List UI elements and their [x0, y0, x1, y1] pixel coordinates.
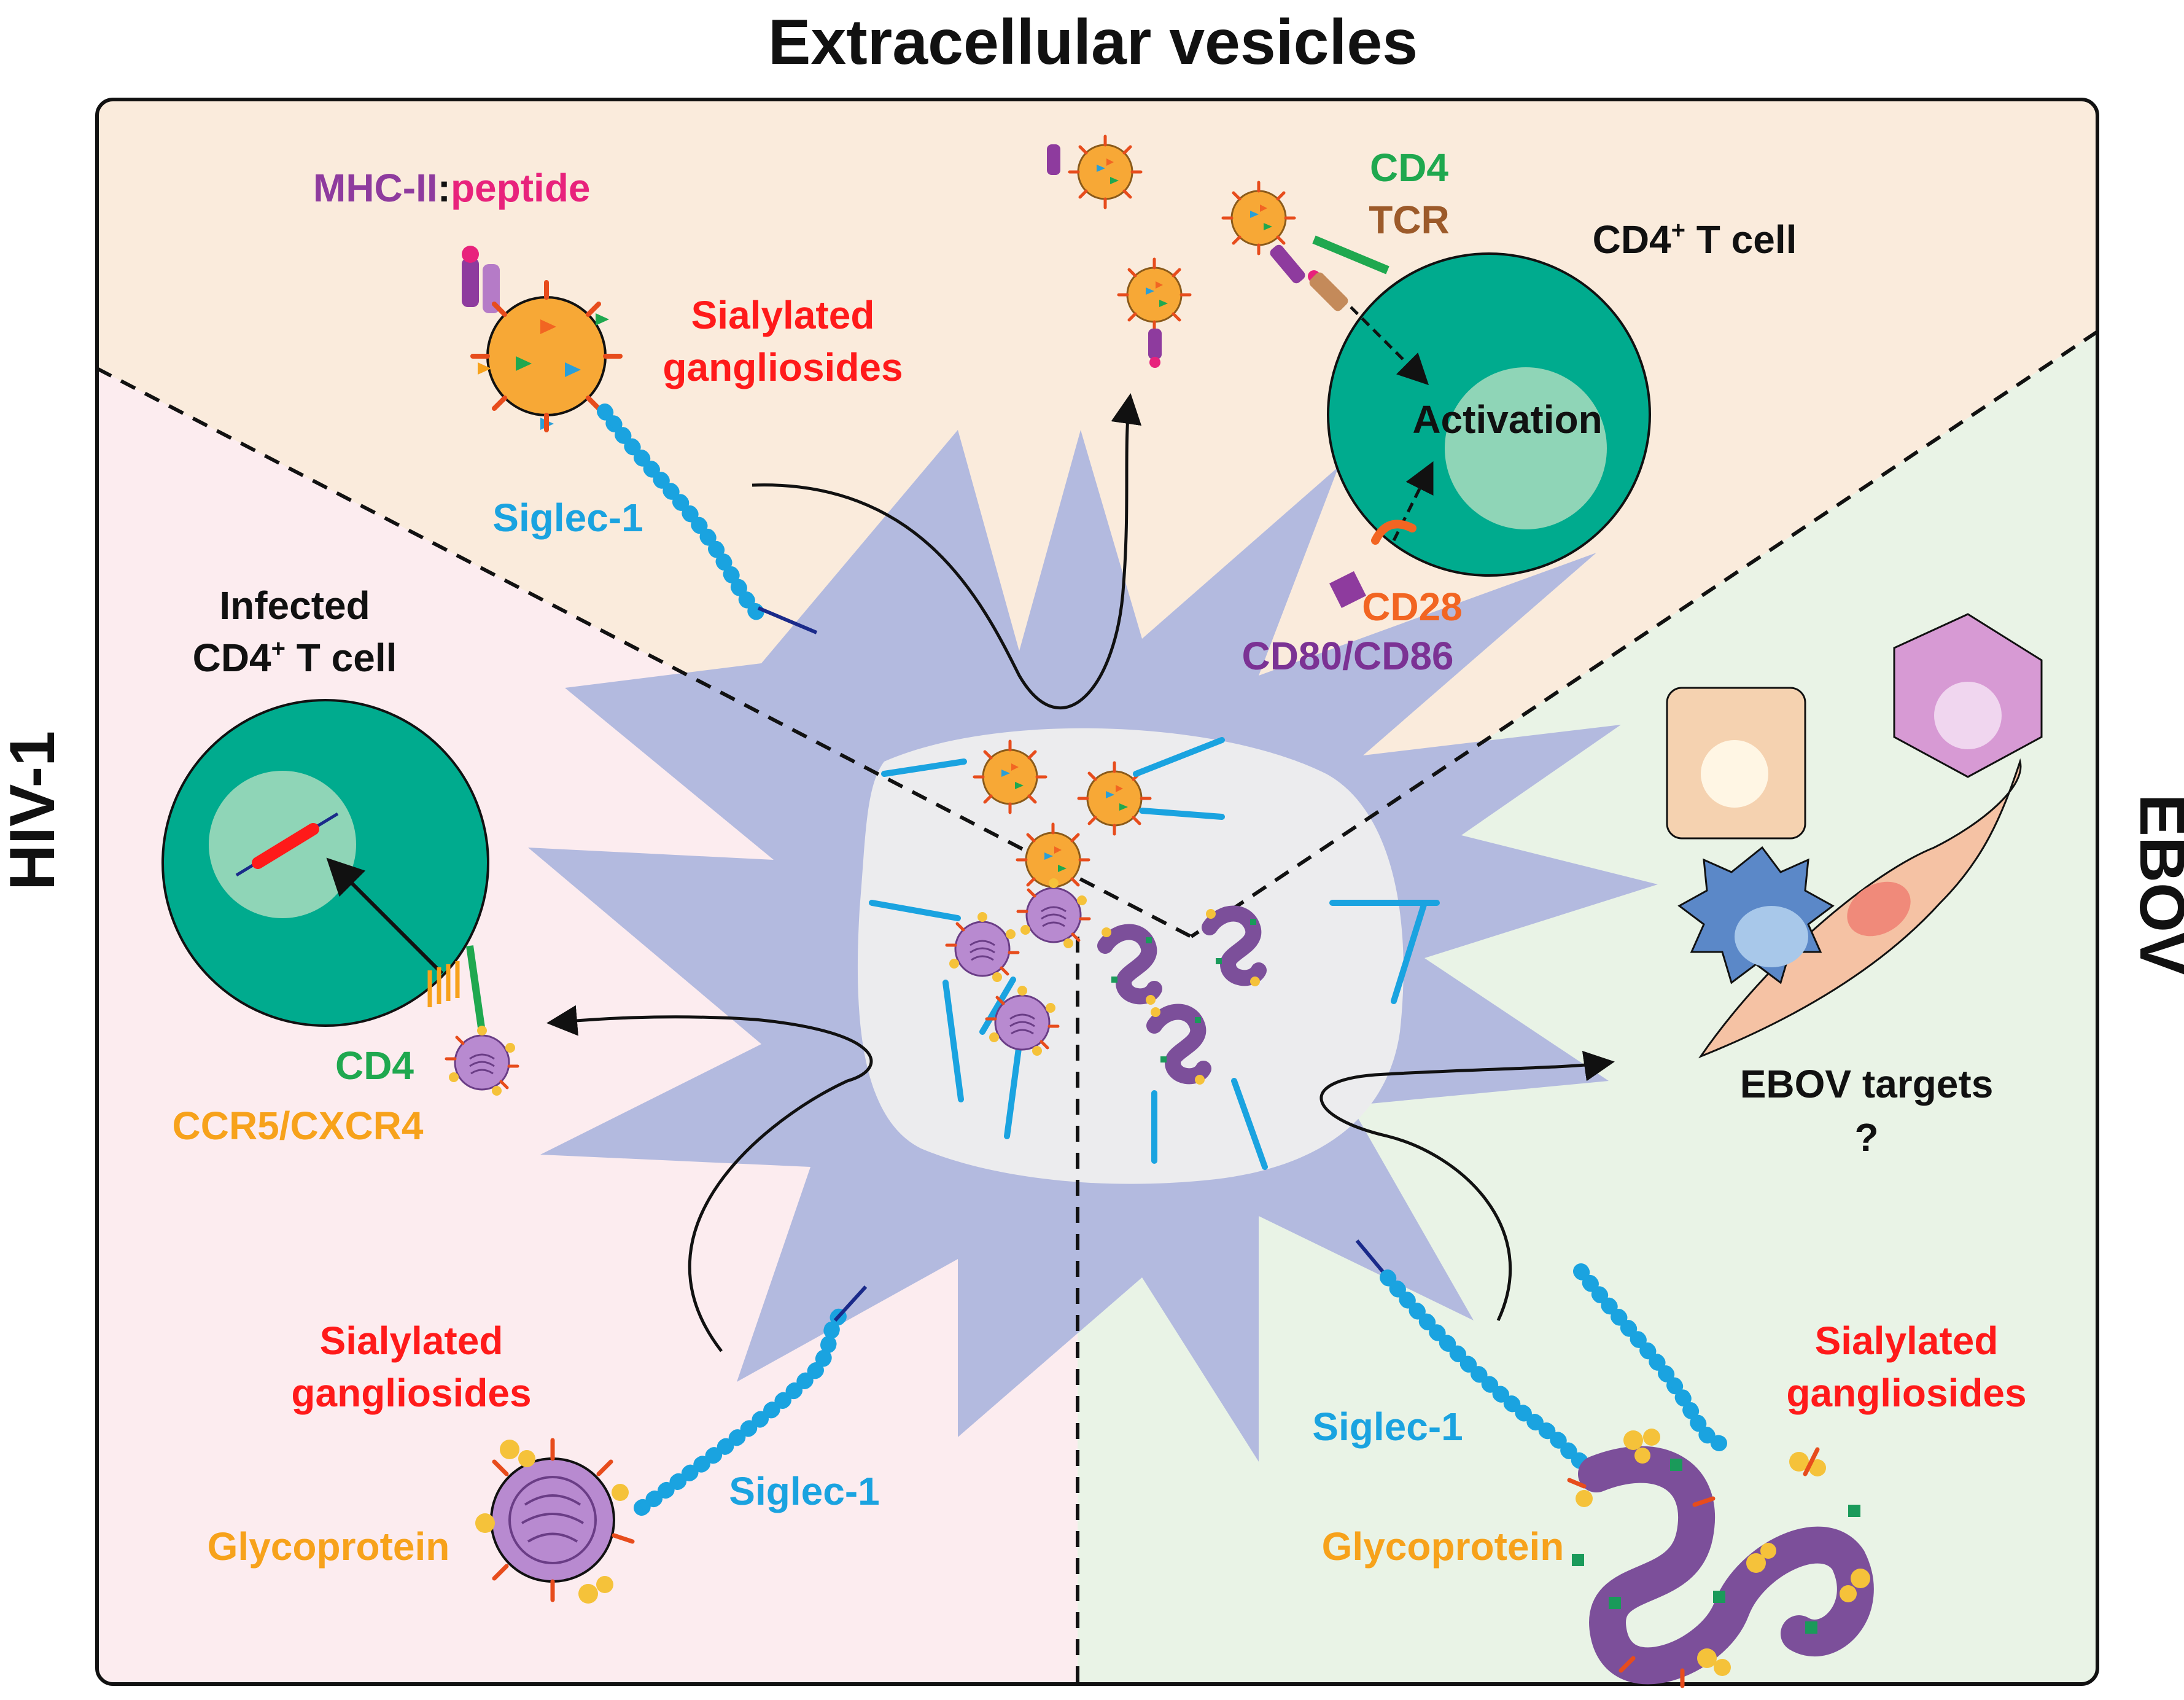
infected-cd4-main: CD4: [193, 636, 271, 680]
ccr5-label: CCR5/CXCR4: [173, 1104, 424, 1148]
ebov-region: [1078, 332, 2097, 1684]
glycoprotein-right-label: Glycoprotein: [1322, 1524, 1564, 1569]
cd4-tcell-main: CD4: [1593, 217, 1671, 262]
panel-border: [95, 98, 2099, 1686]
arrow-tcr-activation: [1350, 306, 1429, 386]
mhc-label-part: MHC-II: [313, 166, 438, 210]
siglec-right: [1355, 1239, 1727, 1476]
infected-label-line2: CD4+ T cell: [193, 635, 397, 680]
arrow-to-hiv: [546, 1005, 873, 1352]
cd80-ligand: [1329, 571, 1366, 608]
hiv-large: [475, 1438, 635, 1604]
siglec-top-label: Siglec-1: [492, 496, 643, 540]
mhc-small-2: [1148, 329, 1162, 368]
infected-cd4-sup: +: [271, 635, 286, 662]
mhc-receptor-top: [462, 246, 500, 313]
sialylated-top-line1: Sialylated: [691, 293, 875, 337]
region-dividers: [96, 330, 2099, 1684]
arrow-cd28-activation: [1392, 461, 1434, 542]
siglec-left: [634, 1285, 868, 1516]
peptide-label: peptide: [451, 166, 591, 210]
sialylated-left-line1: Sialylated: [320, 1319, 503, 1363]
arrow-integration: [326, 857, 444, 975]
cd4-receptor-left: [466, 945, 486, 1032]
sialylated-left-line2: gangliosides: [291, 1371, 531, 1415]
infected-label-line1: Infected: [219, 583, 370, 628]
mhc-tcr-complex: [1270, 235, 1389, 311]
sialylated-right-line2: gangliosides: [1786, 1371, 2026, 1415]
cd4-tcell-rest: T cell: [1685, 217, 1797, 262]
target-cell-macrophage: [1677, 846, 1835, 985]
ccr5-receptor: [427, 961, 460, 1007]
compartment-siglec-lines: [869, 737, 1440, 1170]
cd28-receptor: [1371, 520, 1416, 545]
mhc-label: MHC-II:peptide: [313, 166, 591, 210]
infected-cd4-rest: T cell: [286, 636, 397, 680]
cd4-tcell-label: CD4+ T cell: [1593, 217, 1797, 262]
tcr-label: TCR: [1369, 198, 1450, 242]
glycoprotein-left-label: Glycoprotein: [208, 1524, 450, 1569]
cd4-left-label: CD4: [335, 1043, 414, 1088]
cd4-top-label: CD4: [1370, 146, 1448, 190]
ev-small-2: [1119, 259, 1190, 330]
side-label-hiv: HIV-1: [0, 731, 68, 891]
siglec-left-label: Siglec-1: [729, 1469, 879, 1513]
cd80-label: CD80/CD86: [1242, 634, 1453, 678]
side-label-ebov: EBOV: [2126, 794, 2184, 975]
compartment: [857, 728, 1404, 1184]
ev-small-1: [1070, 136, 1141, 208]
ev-small-3: [1223, 182, 1294, 254]
mhc-small-1: [1047, 144, 1060, 175]
activation-label: Activation: [1412, 397, 1602, 442]
dendritic-cell: [528, 430, 1658, 1462]
sialylated-top-line2: gangliosides: [663, 345, 903, 389]
ebov-large: [1567, 1429, 1874, 1688]
title: Extracellular vesicles: [768, 7, 1418, 78]
compartment-ev-1: [974, 741, 1046, 813]
siglec-right-label: Siglec-1: [1312, 1405, 1463, 1449]
cd28-label: CD28: [1362, 585, 1463, 629]
target-cell-hexagon: [1893, 613, 2043, 778]
ev-top-large: [470, 280, 623, 432]
siglec-top: [597, 404, 818, 634]
infected-t-cell: [161, 699, 489, 1027]
mhc-colon: :: [438, 166, 451, 210]
question-label: ?: [1854, 1115, 1878, 1160]
sialylated-right-line1: Sialylated: [1815, 1319, 1999, 1363]
ebov-targets-label: EBOV targets: [1740, 1062, 1994, 1106]
cd4-tcell-sup: +: [1671, 217, 1685, 244]
arrow-to-evs: [752, 393, 1142, 710]
target-cell-square: [1666, 687, 1806, 840]
arrow-to-ebov: [1319, 1050, 1615, 1322]
hiv-region: [97, 368, 1191, 1684]
